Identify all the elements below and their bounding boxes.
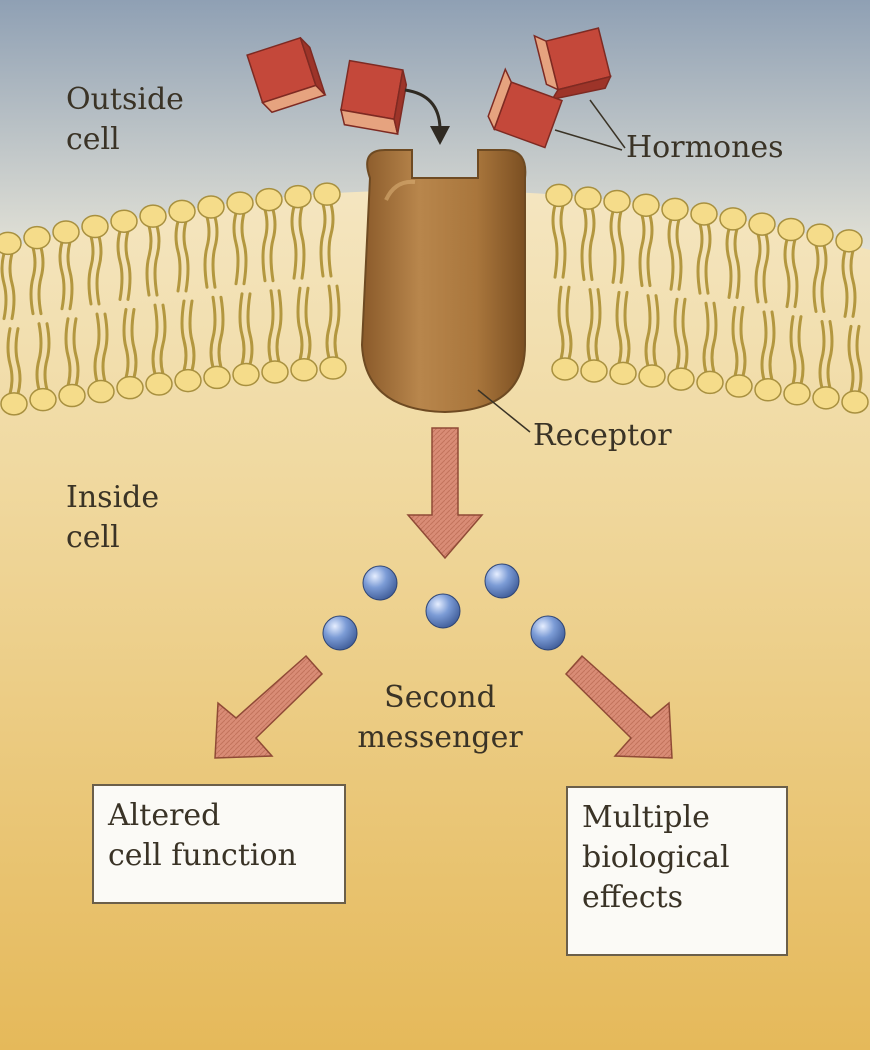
phospholipid-head (88, 381, 114, 403)
multiple-biological-effects-line-1: Multiple (582, 798, 772, 838)
multiple-biological-effects-box: Multiple biological effects (566, 786, 788, 956)
inside-cell-label: Inside cell (66, 478, 159, 558)
phospholipid-head (320, 357, 346, 379)
inside-cell-label-line-1: Inside (66, 478, 159, 518)
phospholipid-head (30, 389, 56, 411)
phospholipid-head (726, 375, 752, 397)
phospholipid-head (836, 230, 862, 252)
second-messenger-label: Second messenger (350, 678, 530, 758)
phospholipid-head (314, 183, 340, 205)
phospholipid-head (552, 358, 578, 380)
multiple-biological-effects-line-2: biological (582, 838, 772, 878)
phospholipid-head (778, 219, 804, 241)
phospholipid-head (842, 391, 868, 413)
second-messenger-sphere (531, 616, 565, 650)
phospholipid-head (24, 227, 50, 249)
phospholipid-head (581, 360, 607, 382)
second-messenger-sphere (485, 564, 519, 598)
phospholipid-head (720, 208, 746, 230)
phospholipid-head (82, 216, 108, 238)
outside-cell-label-line-2: cell (66, 120, 184, 160)
phospholipid-head (262, 361, 288, 383)
phospholipid-head (291, 359, 317, 381)
phospholipid-head (204, 366, 230, 388)
inside-cell-label-line-2: cell (66, 518, 159, 558)
phospholipid-head (233, 364, 259, 386)
phospholipid-head (546, 184, 572, 206)
second-messenger-sphere (323, 616, 357, 650)
phospholipid-head (807, 224, 833, 246)
phospholipid-head (117, 377, 143, 399)
multiple-biological-effects-line-3: effects (582, 878, 772, 918)
receptor-label: Receptor (533, 416, 672, 456)
phospholipid-head (604, 190, 630, 212)
hormone-cube-2 (339, 61, 409, 134)
phospholipid-head (198, 196, 224, 218)
second-messenger-sphere (363, 566, 397, 600)
phospholipid-head (633, 194, 659, 216)
hormones-label: Hormones (626, 128, 784, 168)
outside-cell-label: Outside cell (66, 80, 184, 160)
phospholipid-head (0, 232, 21, 254)
second-messenger-sphere (426, 594, 460, 628)
altered-cell-function-line-2: cell function (108, 836, 330, 876)
altered-cell-function-box: Altered cell function (92, 784, 346, 904)
phospholipid-head (662, 198, 688, 220)
phospholipid-head (639, 365, 665, 387)
phospholipid-head (140, 205, 166, 227)
second-messenger-label-line-1: Second (350, 678, 530, 718)
phospholipid-head (1, 393, 27, 415)
phospholipid-head (610, 362, 636, 384)
phospholipid-head (53, 221, 79, 243)
outside-cell-label-line-1: Outside (66, 80, 184, 120)
phospholipid-head (668, 368, 694, 390)
phospholipid-head (285, 186, 311, 208)
phospholipid-head (111, 210, 137, 232)
altered-cell-function-line-1: Altered (108, 796, 330, 836)
phospholipid-head (59, 385, 85, 407)
phospholipid-head (755, 379, 781, 401)
phospholipid-head (749, 213, 775, 235)
phospholipid-head (227, 192, 253, 214)
phospholipid-head (691, 203, 717, 225)
phospholipid-head (813, 387, 839, 409)
phospholipid-head (146, 373, 172, 395)
phospholipid-head (175, 370, 201, 392)
second-messenger-label-line-2: messenger (350, 718, 530, 758)
phospholipid-head (169, 200, 195, 222)
phospholipid-head (575, 187, 601, 209)
receptor-protein (362, 150, 525, 412)
phospholipid-head (256, 189, 282, 211)
phospholipid-head (697, 371, 723, 393)
phospholipid-head (784, 383, 810, 405)
